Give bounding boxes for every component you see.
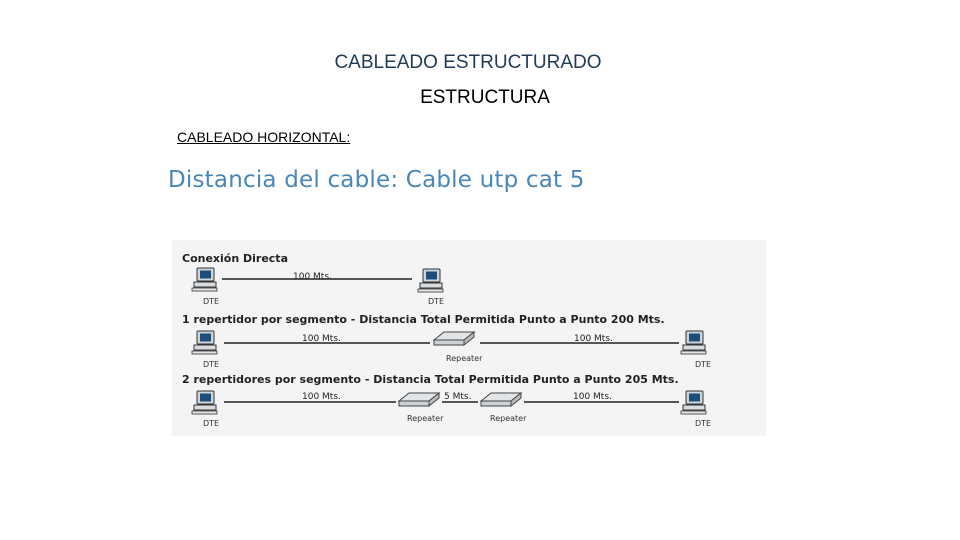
row3-repeater1-label: Repeater — [407, 414, 444, 423]
row3-caption: 2 repertidores por segmento - Distancia … — [182, 373, 679, 386]
row2-right-dte-label: DTE — [695, 360, 711, 369]
row1-caption: Conexión Directa — [182, 252, 288, 265]
dte-computer-icon — [191, 330, 218, 355]
cable-distance-diagram: Conexión Directa 100 Mts. DTE DTE 1 repe… — [172, 240, 766, 436]
diagram-heading: Distancia del cable: Cable utp cat 5 — [168, 167, 585, 193]
repeater-icon — [433, 331, 475, 346]
row3-right-dte-label: DTE — [695, 419, 711, 428]
row3-repeater2-label: Repeater — [490, 414, 527, 423]
dte-computer-icon — [191, 390, 218, 415]
row2-left-dte-label: DTE — [203, 360, 219, 369]
row1-link-label: 100 Mts. — [293, 272, 332, 282]
row2-right-link-label: 100 Mts. — [574, 334, 613, 344]
row3-middle-link-label: 5 Mts. — [444, 392, 471, 402]
row2-caption: 1 repertidor por segmento - Distancia To… — [182, 313, 665, 326]
row3-left-link-label: 100 Mts. — [302, 392, 341, 402]
slide-subtitle: ESTRUCTURA — [420, 87, 550, 108]
repeater-icon — [480, 392, 522, 407]
dte-computer-icon — [680, 330, 707, 355]
row2-repeater-label: Repeater — [446, 354, 483, 363]
slide-title: CABLEADO ESTRUCTURADO — [334, 52, 602, 73]
repeater-icon — [398, 392, 440, 407]
dte-computer-icon — [191, 267, 218, 292]
dte-computer-icon — [417, 268, 444, 293]
row2-left-link-label: 100 Mts. — [302, 334, 341, 344]
row1-right-dte-label: DTE — [428, 297, 444, 306]
row3-right-link-label: 100 Mts. — [573, 392, 612, 402]
row3-left-dte-label: DTE — [203, 419, 219, 428]
dte-computer-icon — [680, 390, 707, 415]
row1-left-dte-label: DTE — [203, 297, 219, 306]
section-label: CABLEADO HORIZONTAL: — [177, 129, 351, 145]
